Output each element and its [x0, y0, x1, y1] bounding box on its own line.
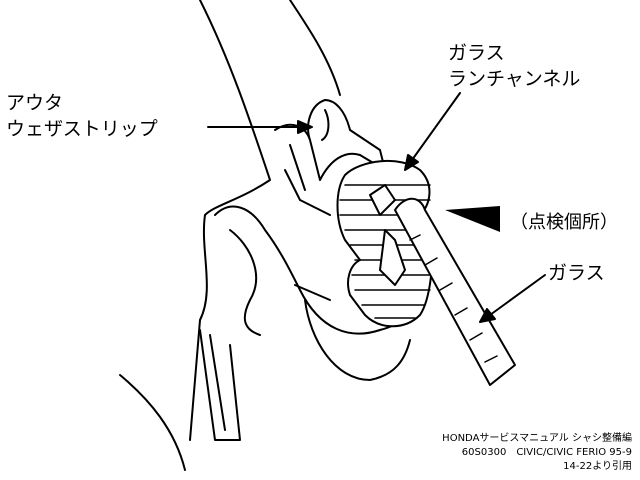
caption-line1: HONDAサービスマニュアル シャシ整備編 [442, 433, 632, 444]
leader-arrows [207, 92, 546, 323]
glass-pane [394, 197, 516, 386]
label-glass-run-channel-line2: ランチャンネル [448, 68, 581, 90]
weatherstrip-detail [289, 109, 386, 216]
label-inspection-point: （点検個所） [510, 212, 618, 233]
label-glass-run-channel-line1: ガラス [448, 42, 505, 64]
label-outer-weatherstrip-line2: ウェザストリップ [6, 118, 158, 140]
caption-line3: 14-22より引用 [563, 461, 632, 472]
door-panel-outline [199, 0, 341, 216]
caption-line2: 60S0300 CIVIC/CIVIC FERIO 95-9 [461, 447, 632, 458]
inspection-point-marker [445, 206, 500, 232]
channel-inner-gap [369, 184, 406, 286]
label-outer-weatherstrip-line1: アウタ [6, 92, 64, 114]
label-glass: ガラス [548, 262, 605, 284]
inner-channel [199, 329, 241, 441]
label-outer-weatherstrip: アウタ ウェザストリップ [6, 92, 158, 140]
weatherstrip-lip [229, 169, 411, 381]
label-glass-run-channel: ガラス ランチャンネル [448, 42, 580, 90]
door-inner-outline [119, 214, 208, 471]
